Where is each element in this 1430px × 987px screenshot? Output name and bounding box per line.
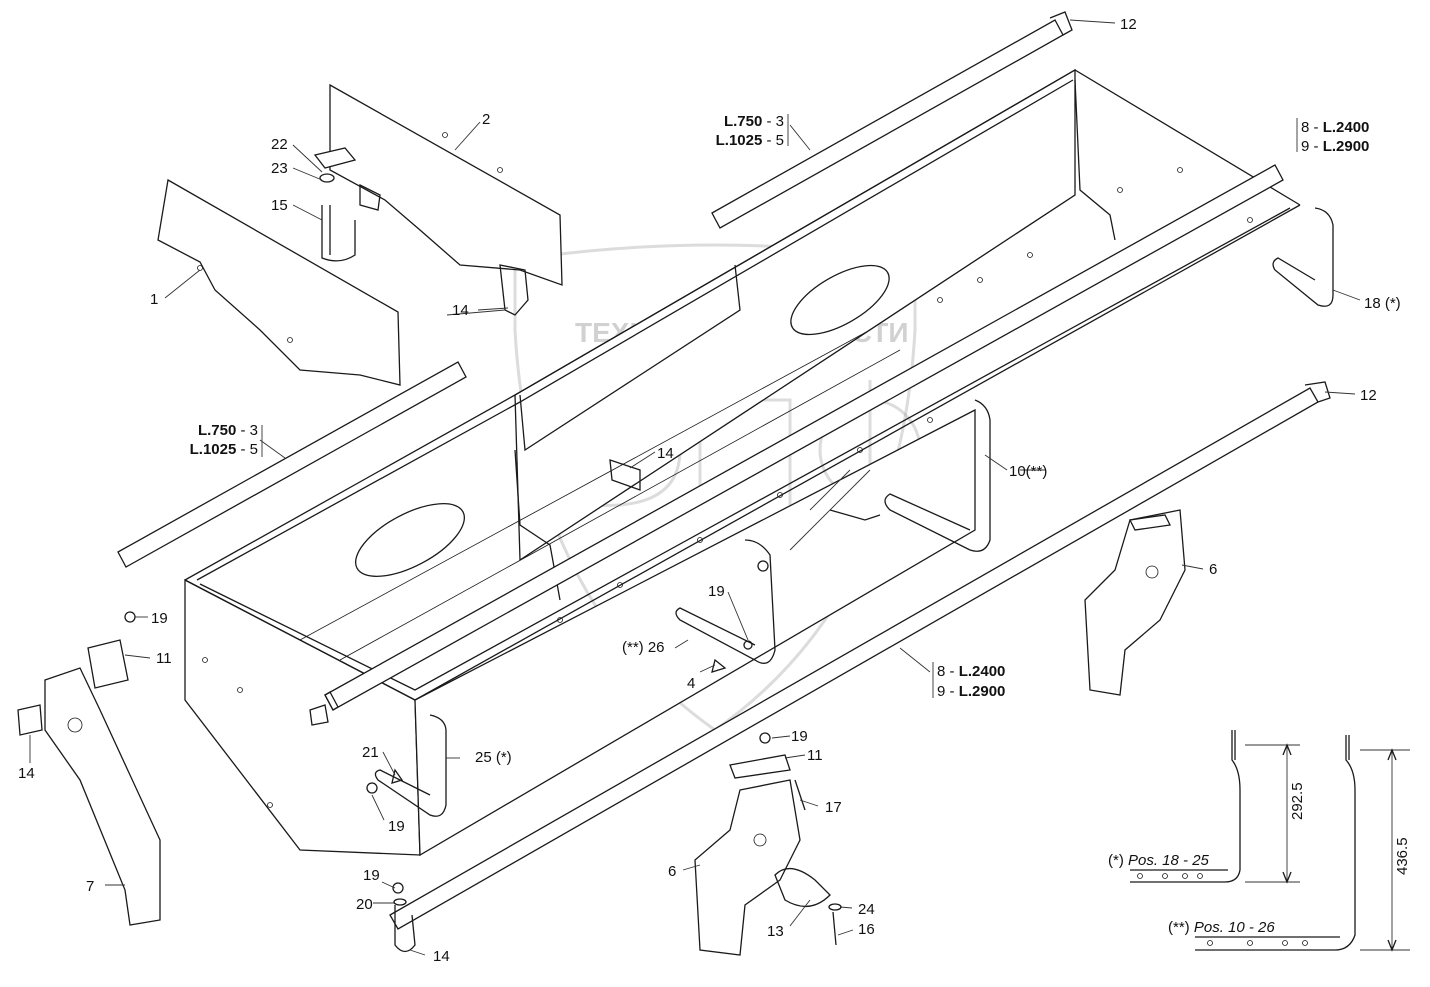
svg-text:L.750 - 3: L.750 - 3	[724, 113, 784, 130]
fasteners	[124, 264, 881, 953]
long-tube-top	[324, 164, 1284, 711]
length-750-left-suffix: - 3	[236, 422, 258, 439]
callout-23: 23	[271, 160, 288, 177]
detail-a-pos: Pos. 18 - 25	[1128, 852, 1210, 869]
callout-15: 15	[271, 197, 288, 214]
length-2900-bottom-prefix: 9 -	[937, 683, 959, 700]
length-750-left: L.750	[198, 422, 236, 439]
length-750-top: L.750	[724, 113, 762, 130]
callout-16: 16	[858, 921, 875, 938]
callout-11-left: 11	[156, 650, 172, 667]
callout-19-bottom: 19	[791, 728, 808, 745]
trough-rear-side	[514, 68, 1076, 562]
detail-b-label: (**) Pos. 10 - 26	[1168, 919, 1275, 936]
length-2900-right: L.2900	[1323, 138, 1370, 155]
support-leg-right	[1084, 509, 1186, 696]
length-2400-right-prefix: 8 -	[1301, 119, 1323, 136]
detail-a-prefix: (*)	[1108, 852, 1128, 869]
callout-6-right: 6	[1209, 561, 1217, 578]
callout-12-right: 12	[1360, 387, 1377, 404]
callout-25: 25 (*)	[475, 749, 512, 766]
callout-18: 18 (*)	[1364, 295, 1401, 312]
short-tube-top	[711, 11, 1073, 229]
length-2400-right: L.2400	[1323, 119, 1370, 136]
length-1025-left-suffix: - 5	[236, 441, 258, 458]
callout-2: 2	[482, 111, 490, 128]
length-1025-top: L.1025	[716, 132, 763, 149]
length-label-bottom: 8 - L.2400 9 - L.2900	[937, 663, 1005, 700]
callout-17: 17	[825, 799, 842, 816]
hook-18	[1272, 207, 1334, 307]
svg-text:L.1025 - 5: L.1025 - 5	[190, 441, 258, 458]
callout-19-center: 19	[708, 583, 725, 600]
detail-a-dimension: 292.5	[1289, 782, 1306, 820]
svg-text:L.1025 - 5: L.1025 - 5	[716, 132, 784, 149]
trough-front-side	[414, 408, 976, 857]
callout-14-top: 14	[452, 302, 469, 319]
length-2400-bottom-prefix: 8 -	[937, 663, 959, 680]
cover-plate-2	[329, 83, 563, 286]
front-side-holes	[202, 417, 933, 808]
detail-a-label: (*) Pos. 18 - 25	[1108, 852, 1210, 869]
length-2900-bottom: L.2900	[959, 683, 1006, 700]
callout-19-bolt: 19	[363, 867, 380, 884]
support-leg-left	[17, 639, 161, 926]
hook-25	[374, 714, 447, 817]
callout-19-left: 19	[151, 610, 168, 627]
callout-21: 21	[362, 744, 379, 761]
callout-13: 13	[767, 923, 784, 940]
detail-b-dimension: 436.5	[1394, 837, 1411, 875]
callout-10: 10(**)	[1009, 463, 1047, 480]
callout-26: (**) 26	[622, 639, 665, 656]
length-label-left: L.750 - 3 L.1025 - 5	[190, 422, 258, 458]
length-750-top-suffix: - 3	[762, 113, 784, 130]
svg-text:L.750 - 3: L.750 - 3	[198, 422, 258, 439]
callout-14-mid: 14	[657, 445, 674, 462]
svg-text:8 - L.2400: 8 - L.2400	[1301, 119, 1369, 136]
rear-side-holes	[937, 167, 1253, 303]
trough-body	[184, 68, 1301, 857]
length-1025-left: L.1025	[190, 441, 237, 458]
callout-24: 24	[858, 901, 875, 918]
length-1025-top-suffix: - 5	[762, 132, 784, 149]
trough-end-panel	[184, 578, 421, 856]
callout-1: 1	[150, 291, 158, 308]
detail-b-prefix: (**)	[1168, 919, 1194, 936]
callout-14-bottom: 14	[433, 948, 450, 965]
callout-6-bottom: 6	[668, 863, 676, 880]
detail-hook-10-26	[1195, 735, 1410, 952]
detail-b-pos: Pos. 10 - 26	[1194, 919, 1276, 936]
callout-14-left: 14	[18, 765, 35, 782]
length-label-right: 8 - L.2400 9 - L.2900	[1301, 119, 1369, 155]
hook-10	[884, 399, 991, 552]
callout-12-top: 12	[1120, 16, 1137, 33]
callout-11-bottom: 11	[807, 747, 823, 764]
short-tube-left	[117, 361, 467, 568]
length-brackets	[261, 114, 1298, 698]
callout-19-lower-left: 19	[388, 818, 405, 835]
u-bolt-assembly	[313, 147, 381, 262]
detail-hook-18-25	[1130, 730, 1300, 884]
svg-text:8 - L.2400: 8 - L.2400	[937, 663, 1005, 680]
svg-text:9 - L.2900: 9 - L.2900	[937, 683, 1005, 700]
support-leg-bottom	[694, 754, 801, 956]
callout-22: 22	[271, 136, 288, 153]
length-label-top: L.750 - 3 L.1025 - 5	[716, 113, 784, 149]
callout-20: 20	[356, 896, 373, 913]
length-2900-right-prefix: 9 -	[1301, 138, 1323, 155]
hook-26	[675, 539, 776, 664]
callout-labels: 12 12 2 22 23 15 1 14 14 18 (*) 10(**) 6…	[18, 16, 1401, 965]
svg-text:9 - L.2900: 9 - L.2900	[1301, 138, 1369, 155]
leader-lines	[29, 19, 1361, 956]
length-2400-bottom: L.2400	[959, 663, 1006, 680]
callout-7: 7	[86, 878, 94, 895]
callout-4: 4	[687, 675, 695, 692]
